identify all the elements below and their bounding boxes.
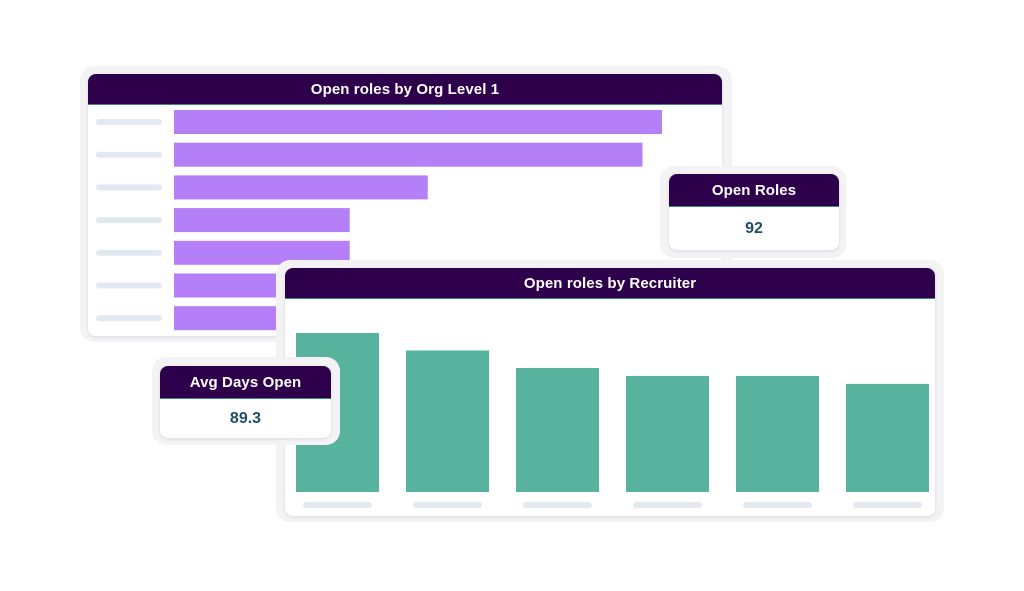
open-roles-value: 92 bbox=[745, 220, 763, 237]
recruiter-category-label bbox=[853, 502, 922, 508]
recruiter-category-label bbox=[523, 502, 592, 508]
org-level-category-label bbox=[96, 119, 162, 125]
avg-days-kpi-card: Avg Days Open 89.3 bbox=[160, 366, 331, 438]
open-roles-title: Open Roles bbox=[669, 174, 839, 207]
org-level-chart-title: Open roles by Org Level 1 bbox=[88, 74, 722, 105]
recruiter-category-label bbox=[303, 502, 372, 508]
recruiter-bar bbox=[406, 350, 489, 492]
avg-days-value: 89.3 bbox=[229, 410, 262, 427]
org-level-bar bbox=[174, 175, 428, 200]
org-level-bar bbox=[174, 142, 643, 167]
org-level-category-label bbox=[96, 282, 162, 289]
org-level-category-label bbox=[96, 217, 162, 224]
recruiter-category-label bbox=[633, 502, 702, 508]
open-roles-kpi-card: Open Roles 92 bbox=[669, 174, 839, 250]
avg-days-title: Avg Days Open bbox=[160, 366, 331, 399]
org-level-category-label bbox=[96, 249, 162, 256]
org-level-bar bbox=[174, 208, 350, 233]
org-level-chart-card: Open roles by Org Level 1 bbox=[88, 74, 722, 336]
recruiter-category-label bbox=[743, 502, 812, 508]
recruiter-bar bbox=[846, 383, 929, 492]
org-level-bar-chart bbox=[96, 110, 662, 331]
recruiter-category-label bbox=[413, 502, 482, 508]
recruiter-bar bbox=[626, 375, 709, 492]
recruiter-bar-chart bbox=[296, 333, 929, 508]
recruiter-chart-card: Open roles by Recruiter bbox=[285, 268, 935, 516]
recruiter-bar bbox=[736, 375, 819, 492]
org-level-category-label bbox=[96, 184, 162, 191]
org-level-category-label bbox=[96, 315, 162, 322]
org-level-bar bbox=[174, 110, 662, 134]
recruiter-chart-title: Open roles by Recruiter bbox=[285, 268, 935, 299]
org-level-category-label bbox=[96, 151, 162, 158]
org-level-bar bbox=[174, 240, 350, 265]
recruiter-bar bbox=[516, 367, 599, 492]
